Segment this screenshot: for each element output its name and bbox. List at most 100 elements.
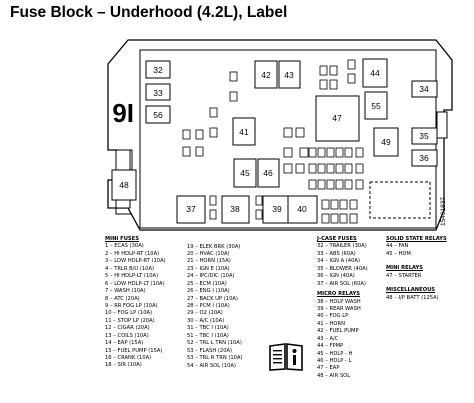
list-item: 4 – TRLR B/U (10A): [105, 265, 155, 272]
list-item: 54 – AIR SOL (10A): [187, 362, 236, 369]
list-item: 6 – LOW HDLP-LT (10A): [105, 280, 165, 287]
list-item: 33 – ABS (60A): [317, 250, 356, 257]
label-56: 56: [153, 110, 163, 120]
list-item: 13 – COILS (10A): [105, 332, 149, 339]
list-item: 45 – HDM: [386, 250, 411, 257]
relay-43-box: [278, 60, 301, 89]
mini-fuses-legend: MINI FUSES 1 – ECAS (30A) 2 – HI HDLP-RT…: [105, 236, 166, 370]
manual-booklet-icon: [268, 342, 304, 377]
label-47: 47: [332, 113, 342, 123]
list-item: 39 – REAR WASH: [317, 305, 361, 312]
list-item: 35 – BLOWER (40A): [317, 265, 368, 272]
fuse-40-box: [287, 195, 318, 224]
relay-42-box: [254, 60, 278, 89]
right-mount-lug: [436, 111, 448, 139]
list-item: 53 – FLASH (20A): [187, 347, 233, 354]
label-43: 43: [284, 70, 294, 80]
list-item: 10 – FOG LP (10A): [105, 310, 153, 317]
list-item: 43 – A/C: [317, 335, 339, 342]
label-33: 33: [153, 88, 163, 98]
label-46: 46: [263, 168, 273, 178]
list-item: 48 – AIR SOL: [317, 372, 351, 379]
relay-45-box: [233, 158, 257, 188]
list-item: 38 – HDLP WASH: [317, 298, 361, 305]
list-item: 48 – I/P BATT (125A): [386, 294, 439, 301]
jcase-heading: J-CASE FUSES: [317, 236, 357, 242]
list-item: 47 – EAP: [317, 365, 340, 372]
label-49: 49: [381, 137, 391, 147]
list-item: 41 – HORN: [317, 320, 345, 327]
label-44: 44: [370, 68, 380, 78]
micro-relays-heading: MICRO RELAYS: [317, 291, 360, 298]
maxi-fuse-48-tab-bottom: [115, 200, 132, 215]
mini-fuse-grid: [182, 59, 364, 224]
mini-fuses-legend-col2: 19 – ELEK BRK (30A) 20 – HVAC (10A) 21 –…: [187, 244, 243, 370]
list-item: 2 – HI HDLP-RT (10A): [105, 250, 160, 257]
list-item: 7 – WASH (10A): [105, 288, 146, 295]
mini-fuses-heading: MINI FUSES: [105, 236, 139, 242]
spare-slot-outline: [369, 181, 431, 219]
side-text: I6: [112, 98, 134, 128]
label-36: 36: [419, 153, 429, 163]
list-item: 32 – TRAILER (30A): [317, 243, 367, 250]
misc-heading: MISCELLANEOUS: [386, 287, 436, 294]
list-item: 42 – FUEL PUMP: [317, 328, 359, 335]
label-38: 38: [230, 204, 240, 214]
mini-relays-heading: MINI RELAYS: [386, 265, 424, 272]
list-item: 14 – EAP (15A): [105, 340, 144, 347]
label-45: 45: [240, 168, 250, 178]
fuse-56-box: [145, 105, 171, 124]
list-item: 16 – CRANK (10A): [105, 355, 152, 361]
label-34: 34: [419, 84, 429, 94]
list-item: 53 – TRL R TRN (10A): [187, 355, 243, 362]
label-40: 40: [297, 204, 307, 214]
label-41: 41: [239, 127, 249, 137]
list-item: 9 – RR FOG LP (10A): [105, 302, 158, 309]
label-48: 48: [119, 180, 129, 190]
label-32: 32: [153, 65, 163, 75]
fuse-33-box: [145, 83, 171, 101]
list-item: 5 – HI HDLP-LT (10A): [105, 273, 159, 280]
fuse-37-box: [176, 195, 206, 224]
list-item: 52 – TRL L TRN (10A): [187, 340, 242, 347]
fuse-38-box: [221, 195, 250, 224]
list-item: 11 – STOP LP (20A): [105, 317, 155, 324]
list-item: 51 – TBC I (10A): [187, 332, 229, 339]
list-item: 28 – PCM I (10A): [187, 303, 230, 309]
list-item: 23 – IGN E (10A): [187, 265, 230, 272]
list-item: 44 – FAN: [386, 243, 409, 250]
list-item: 1 – ECAS (30A): [105, 243, 144, 250]
relay-47-box: [315, 95, 360, 142]
label-39: 39: [272, 204, 282, 214]
list-item: 3 – LOW HDLP-RT (10A): [105, 258, 166, 265]
list-item: 19 – ELEK BRK (30A): [187, 243, 241, 250]
list-item: 24 – IPC/DIC (10A): [187, 273, 235, 280]
list-item: 26 – ENG I (10A): [187, 288, 230, 295]
relay-41-box: [232, 117, 256, 146]
fuse-34-box: [411, 80, 438, 98]
part-number-label: 15461837: [437, 186, 447, 226]
solid-state-heading: SOLID STATE RELAYS: [386, 236, 447, 242]
list-item: 8 – ATC (20A): [105, 295, 140, 302]
list-item: 25 – ECM (10A): [187, 280, 227, 287]
relay-46-box: [257, 158, 280, 188]
list-item: 36 – IGN (40A): [317, 273, 355, 280]
list-item: 46 – HDLP - L: [317, 358, 352, 364]
label-55: 55: [371, 101, 381, 111]
relay-55-box: [364, 91, 388, 120]
list-item: 45 – HDLP - H: [317, 350, 353, 357]
relay-49-box: [373, 127, 399, 157]
label-35: 35: [419, 131, 429, 141]
label-42: 42: [261, 70, 271, 80]
part-number-text: 15461837: [440, 197, 447, 226]
list-item: 21 – HORN (15A): [187, 258, 231, 265]
label-37: 37: [186, 204, 196, 214]
list-item: 30 – A/C (10A): [187, 317, 225, 324]
fuse-35-box: [411, 127, 438, 145]
list-item: 37 – AIR SOL (60A): [317, 280, 366, 287]
list-item: 44 – FPMP: [317, 343, 344, 350]
list-item: 20 – HVAC (10A): [187, 250, 230, 257]
list-item: 18 – SIR (10A): [105, 362, 142, 369]
jcase-fuses-legend: J-CASE FUSES 32 – TRAILER (30A) 33 – ABS…: [317, 236, 368, 380]
